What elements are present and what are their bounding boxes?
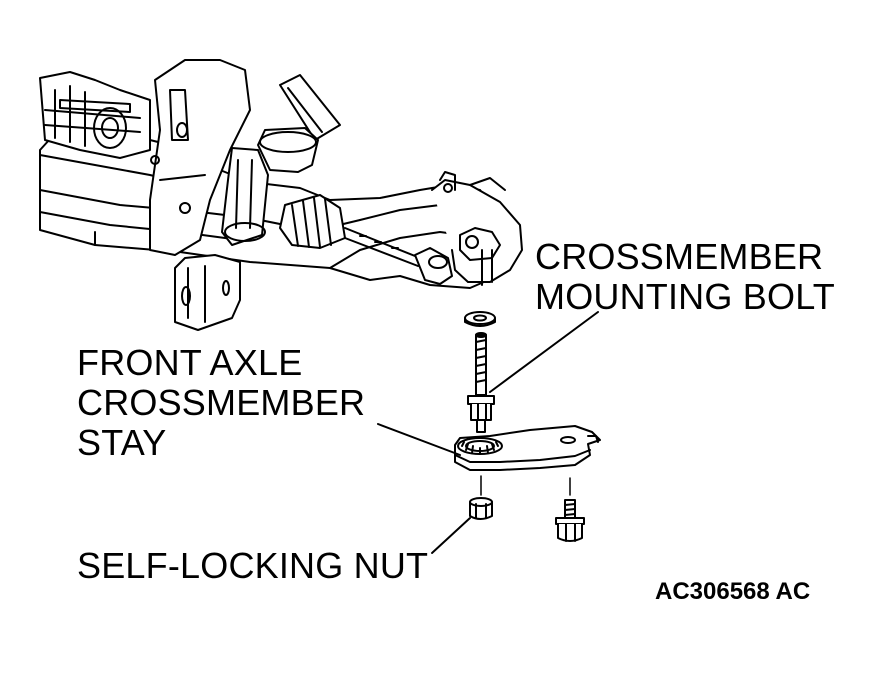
stay-bolt-part — [555, 477, 585, 542]
stay-label-line-3: STAY — [77, 422, 167, 463]
stay-label-line-1: FRONT AXLE — [77, 342, 303, 383]
crossmember-bolt-label-line-2: MOUNTING BOLT — [535, 276, 835, 317]
crossmember-bolt-label-line-1: CROSSMEMBER — [535, 236, 824, 277]
stay-label: FRONT AXLE CROSSMEMBER STAY — [77, 343, 365, 463]
leader-stay — [377, 423, 461, 456]
leader-crossmember-bolt — [489, 311, 599, 393]
figure-code: AC306568 AC — [655, 578, 811, 605]
vehicle-underbody — [39, 59, 523, 331]
washer-part — [464, 311, 496, 327]
stay-label-line-2: CROSSMEMBER — [77, 382, 366, 423]
crossmember-bolt-label: CROSSMEMBER MOUNTING BOLT — [535, 237, 835, 317]
crossmember-stay-part — [454, 425, 601, 471]
crossmember-mounting-bolt-part — [467, 332, 495, 433]
self-locking-nut-part — [469, 475, 493, 520]
leader-nut — [431, 517, 471, 554]
self-locking-nut-label: SELF-LOCKING NUT — [77, 545, 429, 586]
